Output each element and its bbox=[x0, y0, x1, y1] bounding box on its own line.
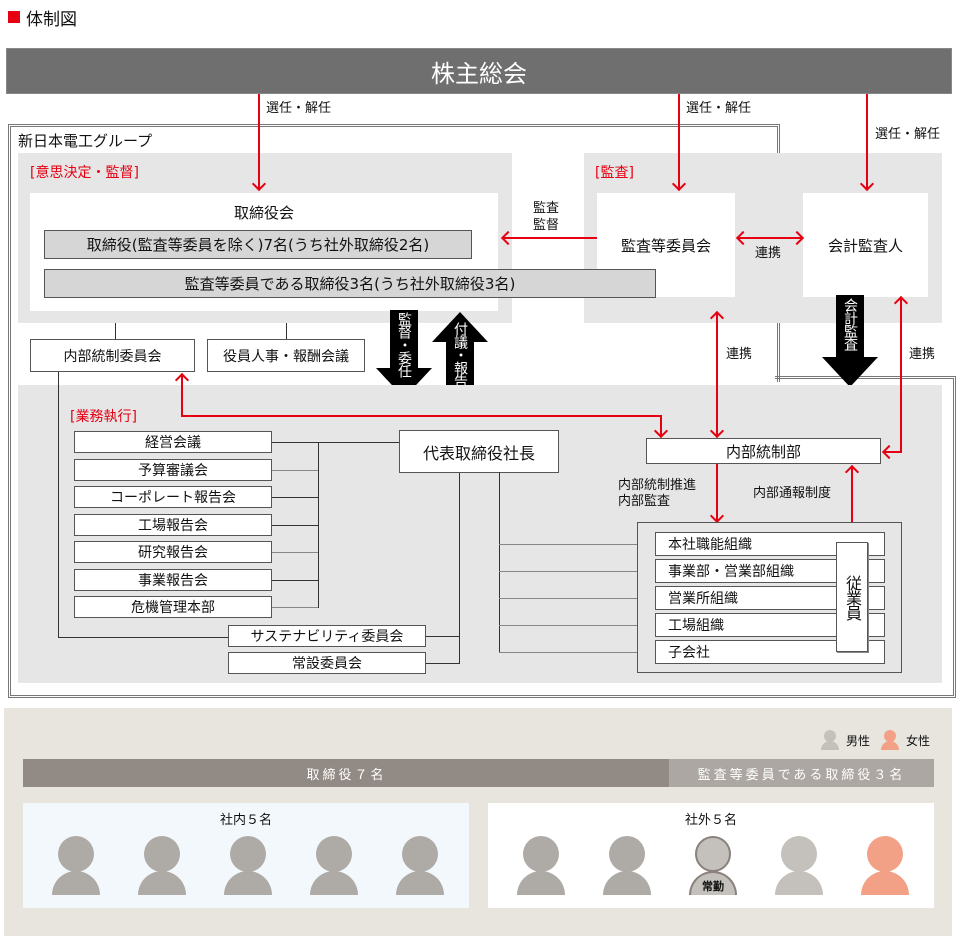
cooperation-arrow-committee-dept bbox=[716, 312, 718, 436]
audit-supervise-arrow bbox=[502, 237, 597, 239]
male-person-icon bbox=[598, 836, 651, 895]
cooperation-arrow-auditor-dept bbox=[900, 297, 902, 453]
group-frame-lower bbox=[8, 378, 956, 698]
male-person-icon bbox=[305, 836, 358, 895]
shareholders-meeting: 株主総会 bbox=[6, 48, 952, 94]
accounting-audit-label: 会計監査 bbox=[842, 298, 858, 350]
audit-heading: [監査] bbox=[595, 165, 634, 181]
title-text: 体制図 bbox=[26, 9, 77, 30]
meeting-item: 予算審議会 bbox=[74, 459, 272, 481]
male-person-icon bbox=[391, 836, 444, 895]
cooperation-label-2: 連携 bbox=[726, 347, 753, 362]
execution-heading: [業務執行] bbox=[70, 409, 137, 425]
propose-report-arrow-icon bbox=[432, 312, 488, 400]
accounting-auditor-box: 会計監査人 bbox=[803, 193, 928, 297]
connector bbox=[286, 323, 287, 341]
fulltime-badge: 常勤 bbox=[702, 880, 724, 893]
cooperation-label-3: 連携 bbox=[909, 347, 936, 362]
outside-label: 社外５名 bbox=[684, 813, 737, 828]
employees-box: 従業員 bbox=[836, 542, 868, 652]
male-person-icon bbox=[512, 836, 565, 895]
meeting-item: 研究報告会 bbox=[74, 541, 272, 563]
fulltime-male-person-icon: 常勤 bbox=[684, 836, 737, 895]
supervise-delegate-arrow-icon bbox=[376, 310, 432, 398]
meeting-item: 危機管理本部 bbox=[74, 596, 272, 618]
male-person-icon bbox=[219, 836, 272, 895]
whistleblowing-arrow bbox=[851, 466, 853, 542]
page-title: 体制図 bbox=[8, 6, 77, 30]
directors-bar: 取締役７名 bbox=[23, 759, 670, 787]
accounting-audit-arrow-icon bbox=[822, 295, 878, 387]
male-person-icon bbox=[821, 730, 839, 750]
appoint-arrow-auditor bbox=[866, 94, 868, 190]
nomination-compensation-box: 役員人事・報酬会議 bbox=[207, 339, 365, 372]
cooperation-label-1: 連携 bbox=[755, 246, 782, 261]
audit-label: 監査 bbox=[533, 201, 560, 216]
connector bbox=[115, 323, 116, 341]
male-person-icon bbox=[47, 836, 100, 895]
propose-report-label: 付議・報告 bbox=[452, 322, 468, 387]
male-person-icon bbox=[133, 836, 186, 895]
employees-label: 従業員 bbox=[843, 574, 862, 620]
standing-committee-box: 常設委員会 bbox=[228, 652, 426, 674]
title-marker-icon bbox=[8, 11, 20, 23]
appoint-label-board: 選任・解任 bbox=[266, 101, 332, 116]
sustainability-committee-box: サステナビリティ委員会 bbox=[228, 625, 426, 647]
ac-directors-bar: 監査等委員である取締役３名 bbox=[669, 759, 934, 787]
internal-audit-label: 内部監査 bbox=[618, 494, 671, 509]
internal-control-dept-box: 内部統制部 bbox=[646, 438, 881, 464]
group-frame-step bbox=[775, 376, 956, 382]
cooperation-arrow-audit bbox=[737, 237, 803, 239]
internal-control-committee-box: 内部統制委員会 bbox=[30, 339, 195, 372]
connector bbox=[58, 372, 59, 638]
male-person-icon bbox=[770, 836, 823, 895]
appoint-label-auditor: 選任・解任 bbox=[875, 127, 941, 142]
president-box: 代表取締役社長 bbox=[399, 430, 559, 473]
audit-committee-box: 監査等委員会 bbox=[597, 193, 735, 297]
meeting-item: 事業報告会 bbox=[74, 569, 272, 591]
female-person-icon bbox=[856, 836, 909, 895]
appoint-arrow-committee bbox=[678, 94, 680, 190]
ic-promotion-label: 内部統制推進 bbox=[618, 478, 697, 493]
meeting-item: 工場報告会 bbox=[74, 514, 272, 536]
appoint-arrow-board bbox=[258, 94, 260, 190]
supervise-delegate-label: 監督・委任 bbox=[396, 312, 412, 377]
legend-female: 女性 bbox=[906, 733, 931, 748]
female-person-icon bbox=[881, 730, 900, 750]
group-name: 新日本電工グループ bbox=[18, 132, 153, 150]
appoint-label-committee: 選任・解任 bbox=[686, 101, 752, 116]
report-arrow-committee bbox=[181, 374, 183, 417]
board-title: 取締役会 bbox=[233, 204, 294, 222]
ac-directors-box-overlay: 監査等委員である取締役3名(うち社外取締役3名) bbox=[44, 269, 656, 298]
ic-promotion-arrow bbox=[716, 464, 718, 521]
legend-male: 男性 bbox=[846, 733, 871, 748]
meeting-item: コーポレート報告会 bbox=[74, 486, 272, 508]
inside-label: 社内５名 bbox=[219, 813, 272, 828]
decision-heading: [意思決定・監督] bbox=[30, 165, 139, 181]
legend: 男性 女性 bbox=[820, 730, 930, 750]
directors-box: 取締役(監査等委員を除く)7名(うち社外取締役2名) bbox=[44, 230, 472, 259]
connector bbox=[58, 637, 228, 638]
supervise-label: 監督 bbox=[533, 218, 560, 233]
whistleblowing-label: 内部通報制度 bbox=[753, 486, 832, 501]
meeting-item: 経営会議 bbox=[74, 431, 272, 453]
